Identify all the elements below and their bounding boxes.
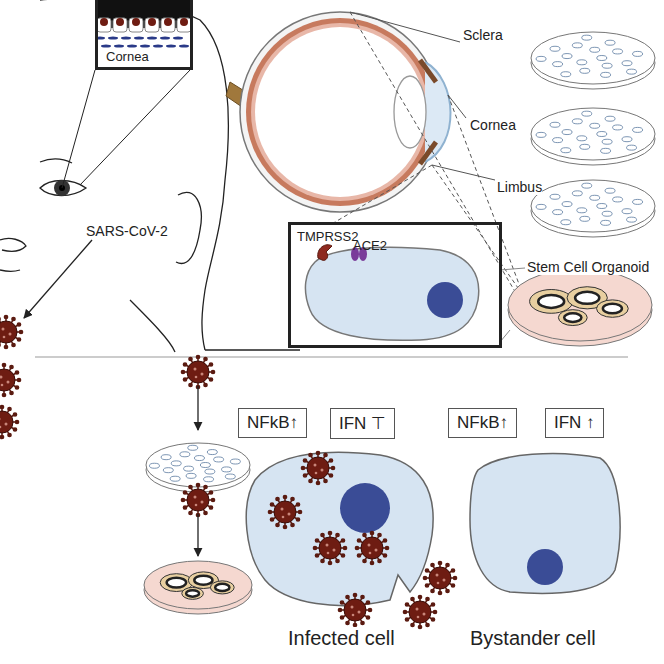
tissue-label: Cornea <box>470 118 516 133</box>
bystander-cell <box>470 454 620 594</box>
signal-label: IFN ⊤ <box>339 414 386 433</box>
part-label: TMPRSS2 <box>297 230 358 244</box>
inset-box: TMPRSS2ACE2 <box>288 222 502 348</box>
signal-box: IFN ⊤ <box>330 408 395 439</box>
head-outline <box>0 0 300 352</box>
part-label: ACE2 <box>353 239 387 253</box>
cell <box>305 247 478 340</box>
virus-label: SARS-CoV-2 <box>86 224 168 239</box>
signal-box: NFkB↑ <box>238 408 307 438</box>
tissue-label: Limbus <box>497 180 542 195</box>
inset-box: Cornea <box>95 0 193 70</box>
signal-label: NFkB↑ <box>247 413 298 432</box>
cornea-cells <box>95 18 191 48</box>
signal-label: NFkB↑ <box>457 413 508 432</box>
cell-label: Infected cell <box>288 627 395 649</box>
tissue-label: Stem Cell Organoid <box>527 260 649 275</box>
cell-label: Bystander cell <box>470 627 596 649</box>
eye-cross-section <box>226 12 451 212</box>
signal-box: IFN ↑ <box>545 408 604 438</box>
signal-label: IFN ↑ <box>554 413 595 432</box>
signal-box: NFkB↑ <box>448 408 517 438</box>
tissue-label: Sclera <box>463 28 503 43</box>
culture-dishes <box>144 32 655 614</box>
part-label: Cornea <box>106 50 149 64</box>
infected-cell <box>246 452 433 605</box>
